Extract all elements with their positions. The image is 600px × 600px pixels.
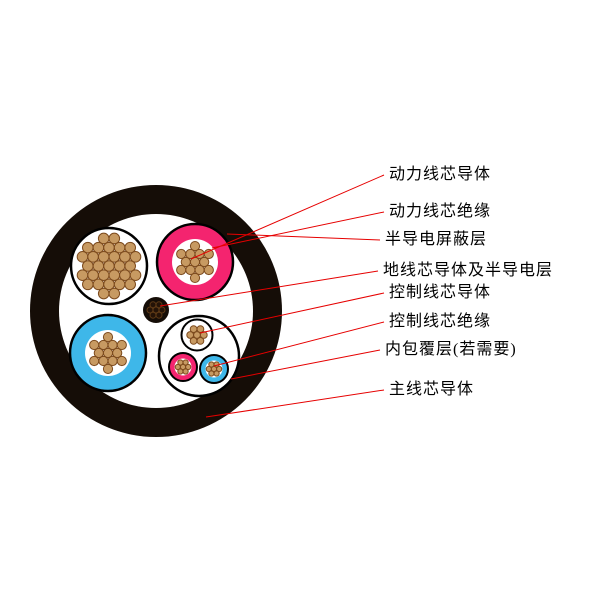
leader-line-power-core-insulation (211, 211, 385, 249)
power-core-pink (155, 222, 235, 302)
leader-lines (159, 174, 385, 418)
leader-line-inner-covering-layer (230, 349, 381, 380)
leader-line-control-core-insulation (213, 321, 385, 367)
label-power-core-conductor: 动力线芯导体 (389, 166, 492, 184)
leader-line-ground-core-and-semiconductive-layer (159, 270, 379, 307)
label-semiconductive-shield-layer: 半导电屏蔽层 (385, 231, 488, 249)
control-core-bundle (157, 314, 241, 398)
power-core-cyan (68, 313, 148, 393)
leader-line-semiconductive-shield-layer (226, 233, 381, 241)
leader-line-power-core-conductor (190, 174, 385, 260)
power-core-white (69, 226, 149, 306)
ground-core (143, 297, 169, 323)
leader-line-control-core-conductor (199, 292, 385, 334)
label-control-core-insulation: 控制线芯绝缘 (389, 313, 492, 331)
label-power-core-insulation: 动力线芯绝缘 (389, 203, 492, 221)
label-main-core-conductor: 主线芯导体 (389, 381, 475, 399)
label-inner-covering-layer: 内包覆层(若需要) (385, 341, 517, 359)
leader-line-main-core-conductor (205, 389, 385, 418)
label-ground-core-and-semiconductive-layer: 地线芯导体及半导电层 (383, 262, 554, 280)
label-control-core-conductor: 控制线芯导体 (389, 284, 492, 302)
